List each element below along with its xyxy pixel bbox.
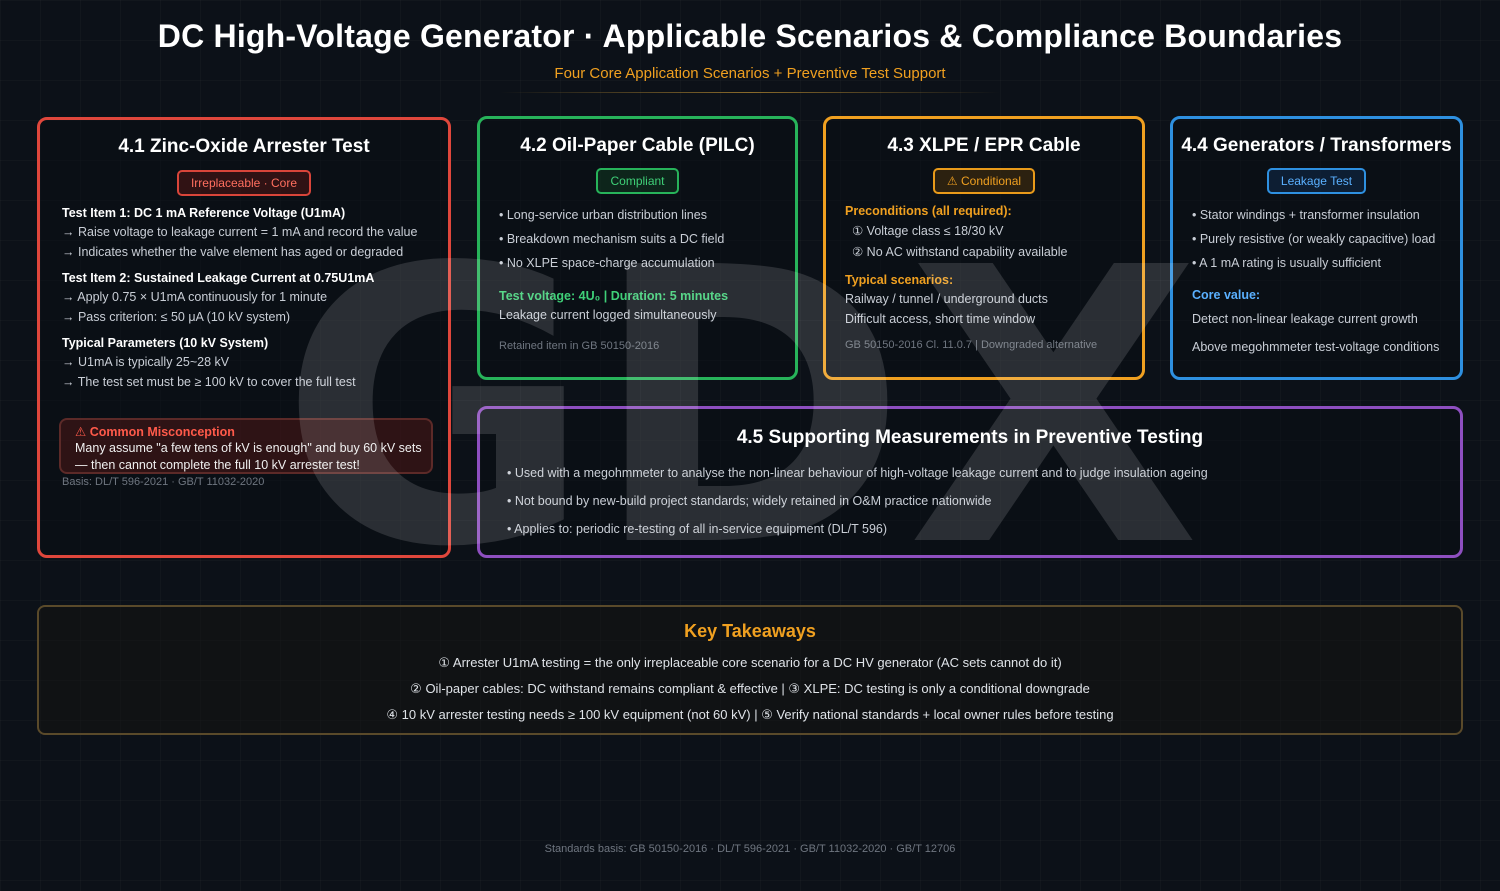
list-item: • Not bound by new-build project standar… — [507, 494, 992, 508]
list-item: → U1mA is typically 25~28 kV — [62, 355, 230, 369]
key-takeaways-panel: Key Takeaways ① Arrester U1mA testing = … — [37, 605, 1463, 735]
warning-icon: ⚠ — [75, 425, 87, 439]
list-item: • Breakdown mechanism suits a DC field — [499, 232, 725, 246]
misconception-line: — then cannot complete the full 10 kV ar… — [75, 457, 360, 472]
list-item: → Raise voltage to leakage current = 1 m… — [62, 225, 418, 239]
card-generators-transformers: 4.4 Generators / Transformers Leakage Te… — [1170, 116, 1463, 380]
typical-params-heading: Typical Parameters (10 kV System) — [62, 336, 269, 350]
list-item: • Long-service urban distribution lines — [499, 208, 707, 222]
misconception-line: Many assume "a few tens of kV is enough"… — [75, 441, 422, 455]
standard-note: Retained item in GB 50150-2016 — [499, 339, 660, 352]
list-item: → Pass criterion: ≤ 50 μA (10 kV system) — [62, 309, 291, 324]
basis-note: Basis: DL/T 596-2021 · GB/T 11032-2020 — [62, 476, 265, 488]
list-item: → Indicates whether the valve element ha… — [62, 244, 404, 259]
card-xlpe-cable: 4.3 XLPE / EPR Cable ⚠ Conditional Preco… — [823, 116, 1145, 380]
preconditions-heading: Preconditions (all required): — [845, 204, 1012, 218]
card-title: 4.1 Zinc-Oxide Arrester Test — [118, 136, 370, 157]
test-item-2-heading: Test Item 2: Sustained Leakage Current a… — [62, 271, 375, 285]
list-item: • Used with a megohmmeter to analyse the… — [507, 466, 1208, 480]
typical-scenarios-heading: Typical scenarios: — [845, 273, 954, 287]
warning-icon: ⚠ — [946, 174, 962, 188]
test-item-1-heading: Test Item 1: DC 1 mA Reference Voltage (… — [62, 206, 346, 220]
card-title: 4.3 XLPE / EPR Cable — [887, 135, 1081, 156]
card-body: • Stator windings + transformer insulati… — [1192, 203, 1439, 361]
list-item: Railway / tunnel / underground ducts — [845, 292, 1048, 306]
list-item: Leakage current logged simultaneously — [499, 308, 717, 322]
misconception-title: Common Misconception — [89, 425, 235, 439]
list-item: • A 1 mA rating is usually sufficient — [1192, 256, 1381, 270]
card-oil-paper-cable: 4.2 Oil-Paper Cable (PILC) Compliant • L… — [477, 116, 798, 380]
card-title: 4.5 Supporting Measurements in Preventiv… — [736, 427, 1204, 448]
test-voltage-heading: Test voltage: 4U₀ | Duration: 5 minutes — [499, 289, 729, 303]
list-item: • No XLPE space-charge accumulation — [499, 256, 715, 270]
card-preventive-testing: 4.5 Supporting Measurements in Preventiv… — [477, 406, 1463, 558]
card-body: Test Item 1: DC 1 mA Reference Voltage (… — [62, 204, 417, 392]
takeaways-title: Key Takeaways — [684, 621, 816, 641]
card-body: • Long-service urban distribution lines … — [499, 203, 728, 352]
list-item: ② No AC withstand capability available — [852, 245, 1068, 259]
list-item: Above megohmmeter test-voltage condition… — [1192, 340, 1440, 354]
list-item: → Apply 0.75 × U1mA continuously for 1 m… — [62, 290, 328, 304]
status-badge: Irreplaceable · Core — [176, 170, 312, 196]
card-title: 4.4 Generators / Transformers — [1181, 135, 1452, 156]
status-badge: ⚠ Conditional — [932, 168, 1036, 194]
core-value-heading: Core value: — [1192, 288, 1261, 302]
misconception-box: ⚠ Common Misconception Many assume "a fe… — [59, 418, 433, 474]
list-item: → The test set must be ≥ 100 kV to cover… — [62, 374, 356, 389]
list-item: • Applies to: periodic re-testing of all… — [507, 522, 888, 536]
list-item: Detect non-linear leakage current growth — [1192, 312, 1418, 326]
standards-footer: Standards basis: GB 50150-2016 · DL/T 59… — [544, 843, 956, 855]
list-item: ① Voltage class ≤ 18/30 kV — [852, 224, 1004, 238]
card-title: 4.2 Oil-Paper Cable (PILC) — [520, 135, 755, 156]
card-body: Preconditions (all required): ① Voltage … — [845, 201, 1097, 351]
list-item: Difficult access, short time window — [845, 311, 1036, 326]
list-item: • Purely resistive (or weakly capacitive… — [1192, 232, 1436, 246]
takeaway-line: ④ 10 kV arrester testing needs ≥ 100 kV … — [386, 707, 1114, 722]
standard-note: GB 50150-2016 Cl. 11.0.7 | Downgraded al… — [845, 339, 1098, 351]
status-badge: Compliant — [596, 168, 679, 194]
takeaway-line: ① Arrester U1mA testing = the only irrep… — [438, 655, 1062, 670]
page-title: DC High-Voltage Generator · Applicable S… — [157, 18, 1343, 54]
status-badge: Leakage Test — [1266, 168, 1367, 194]
card-body: • Used with a megohmmeter to analyse the… — [507, 459, 1208, 543]
takeaway-line: ② Oil-paper cables: DC withstand remains… — [410, 681, 1090, 696]
card-arrester-test: 4.1 Zinc-Oxide Arrester Test Irreplaceab… — [37, 117, 451, 558]
page-subtitle: Four Core Application Scenarios + Preven… — [554, 65, 946, 82]
subtitle-divider — [500, 92, 1000, 93]
list-item: • Stator windings + transformer insulati… — [1192, 208, 1420, 222]
